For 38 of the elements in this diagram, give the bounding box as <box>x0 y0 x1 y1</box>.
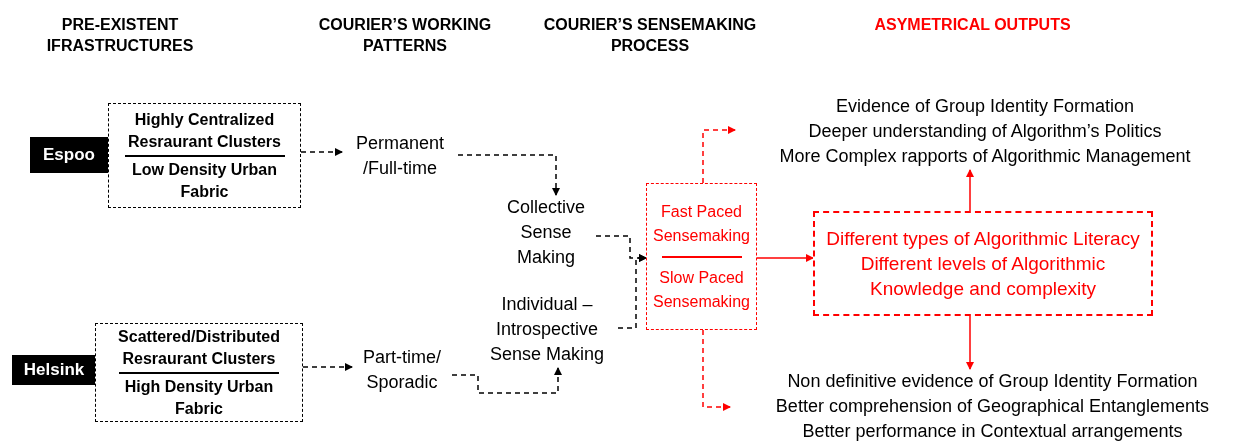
dashed-box <box>108 103 301 208</box>
arrow <box>300 148 343 156</box>
arrow <box>617 254 647 329</box>
box-text: Scattered/Distributed Resraurant Clusters <box>117 326 281 369</box>
box-text: Fast Paced Sensemaking <box>652 201 751 246</box>
box-text: Different types of Algorithmic Literacy <box>826 227 1140 251</box>
dashed-box <box>813 211 1153 316</box>
flow-text: Individual – Introspective Sense Making <box>476 290 618 368</box>
column-heading: PRE-EXISTENT IFRASTRUCTURES <box>45 15 195 56</box>
output-text: Evidence of Group Identity Formation <box>835 95 1135 118</box>
arrow <box>966 315 974 370</box>
column-heading: COURIER’S SENSEMAKING PROCESS <box>542 15 758 56</box>
output-text: More Complex rapports of Algorithmic Management <box>779 145 1191 168</box>
arrow <box>457 154 560 196</box>
box-text: Highly Centralized Resraurant Clusters <box>127 109 282 152</box>
box-text: Low Density Urban Fabric <box>131 159 278 202</box>
column-heading: ASYMETRICAL OUTPUTS <box>873 15 1072 35</box>
city-tag: Helsink <box>12 355 96 385</box>
output-text: Non definitive evidence of Group Identity Formation <box>787 370 1198 393</box>
dashed-box <box>646 183 757 330</box>
arrow <box>702 329 731 411</box>
city-tag: Espoo <box>30 137 108 173</box>
box-text: Slow Paced Sensemaking <box>652 267 751 312</box>
output-text: Better performance in Contextual arrangements <box>802 420 1183 443</box>
arrow <box>756 254 814 262</box>
output-text: Better comprehension of Geographical Entanglements <box>775 395 1210 418</box>
box-text: Different levels of Algorithmic Knowledge and complexity <box>859 252 1107 301</box>
arrow <box>302 363 353 371</box>
flow-text: Part-time/ Sporadic <box>352 344 452 396</box>
box-text: High Density Urban Fabric <box>123 376 275 419</box>
arrow <box>966 169 974 212</box>
arrow <box>702 126 736 184</box>
output-text: Deeper understanding of Algorithm’s Politics <box>808 120 1162 143</box>
flow-text: Collective Sense Making <box>496 195 596 270</box>
arrow <box>451 367 562 394</box>
column-heading: COURIER’S WORKING PATTERNS <box>317 15 493 56</box>
flow-text: Permanent /Full-time <box>342 128 458 184</box>
dashed-box <box>95 323 303 422</box>
